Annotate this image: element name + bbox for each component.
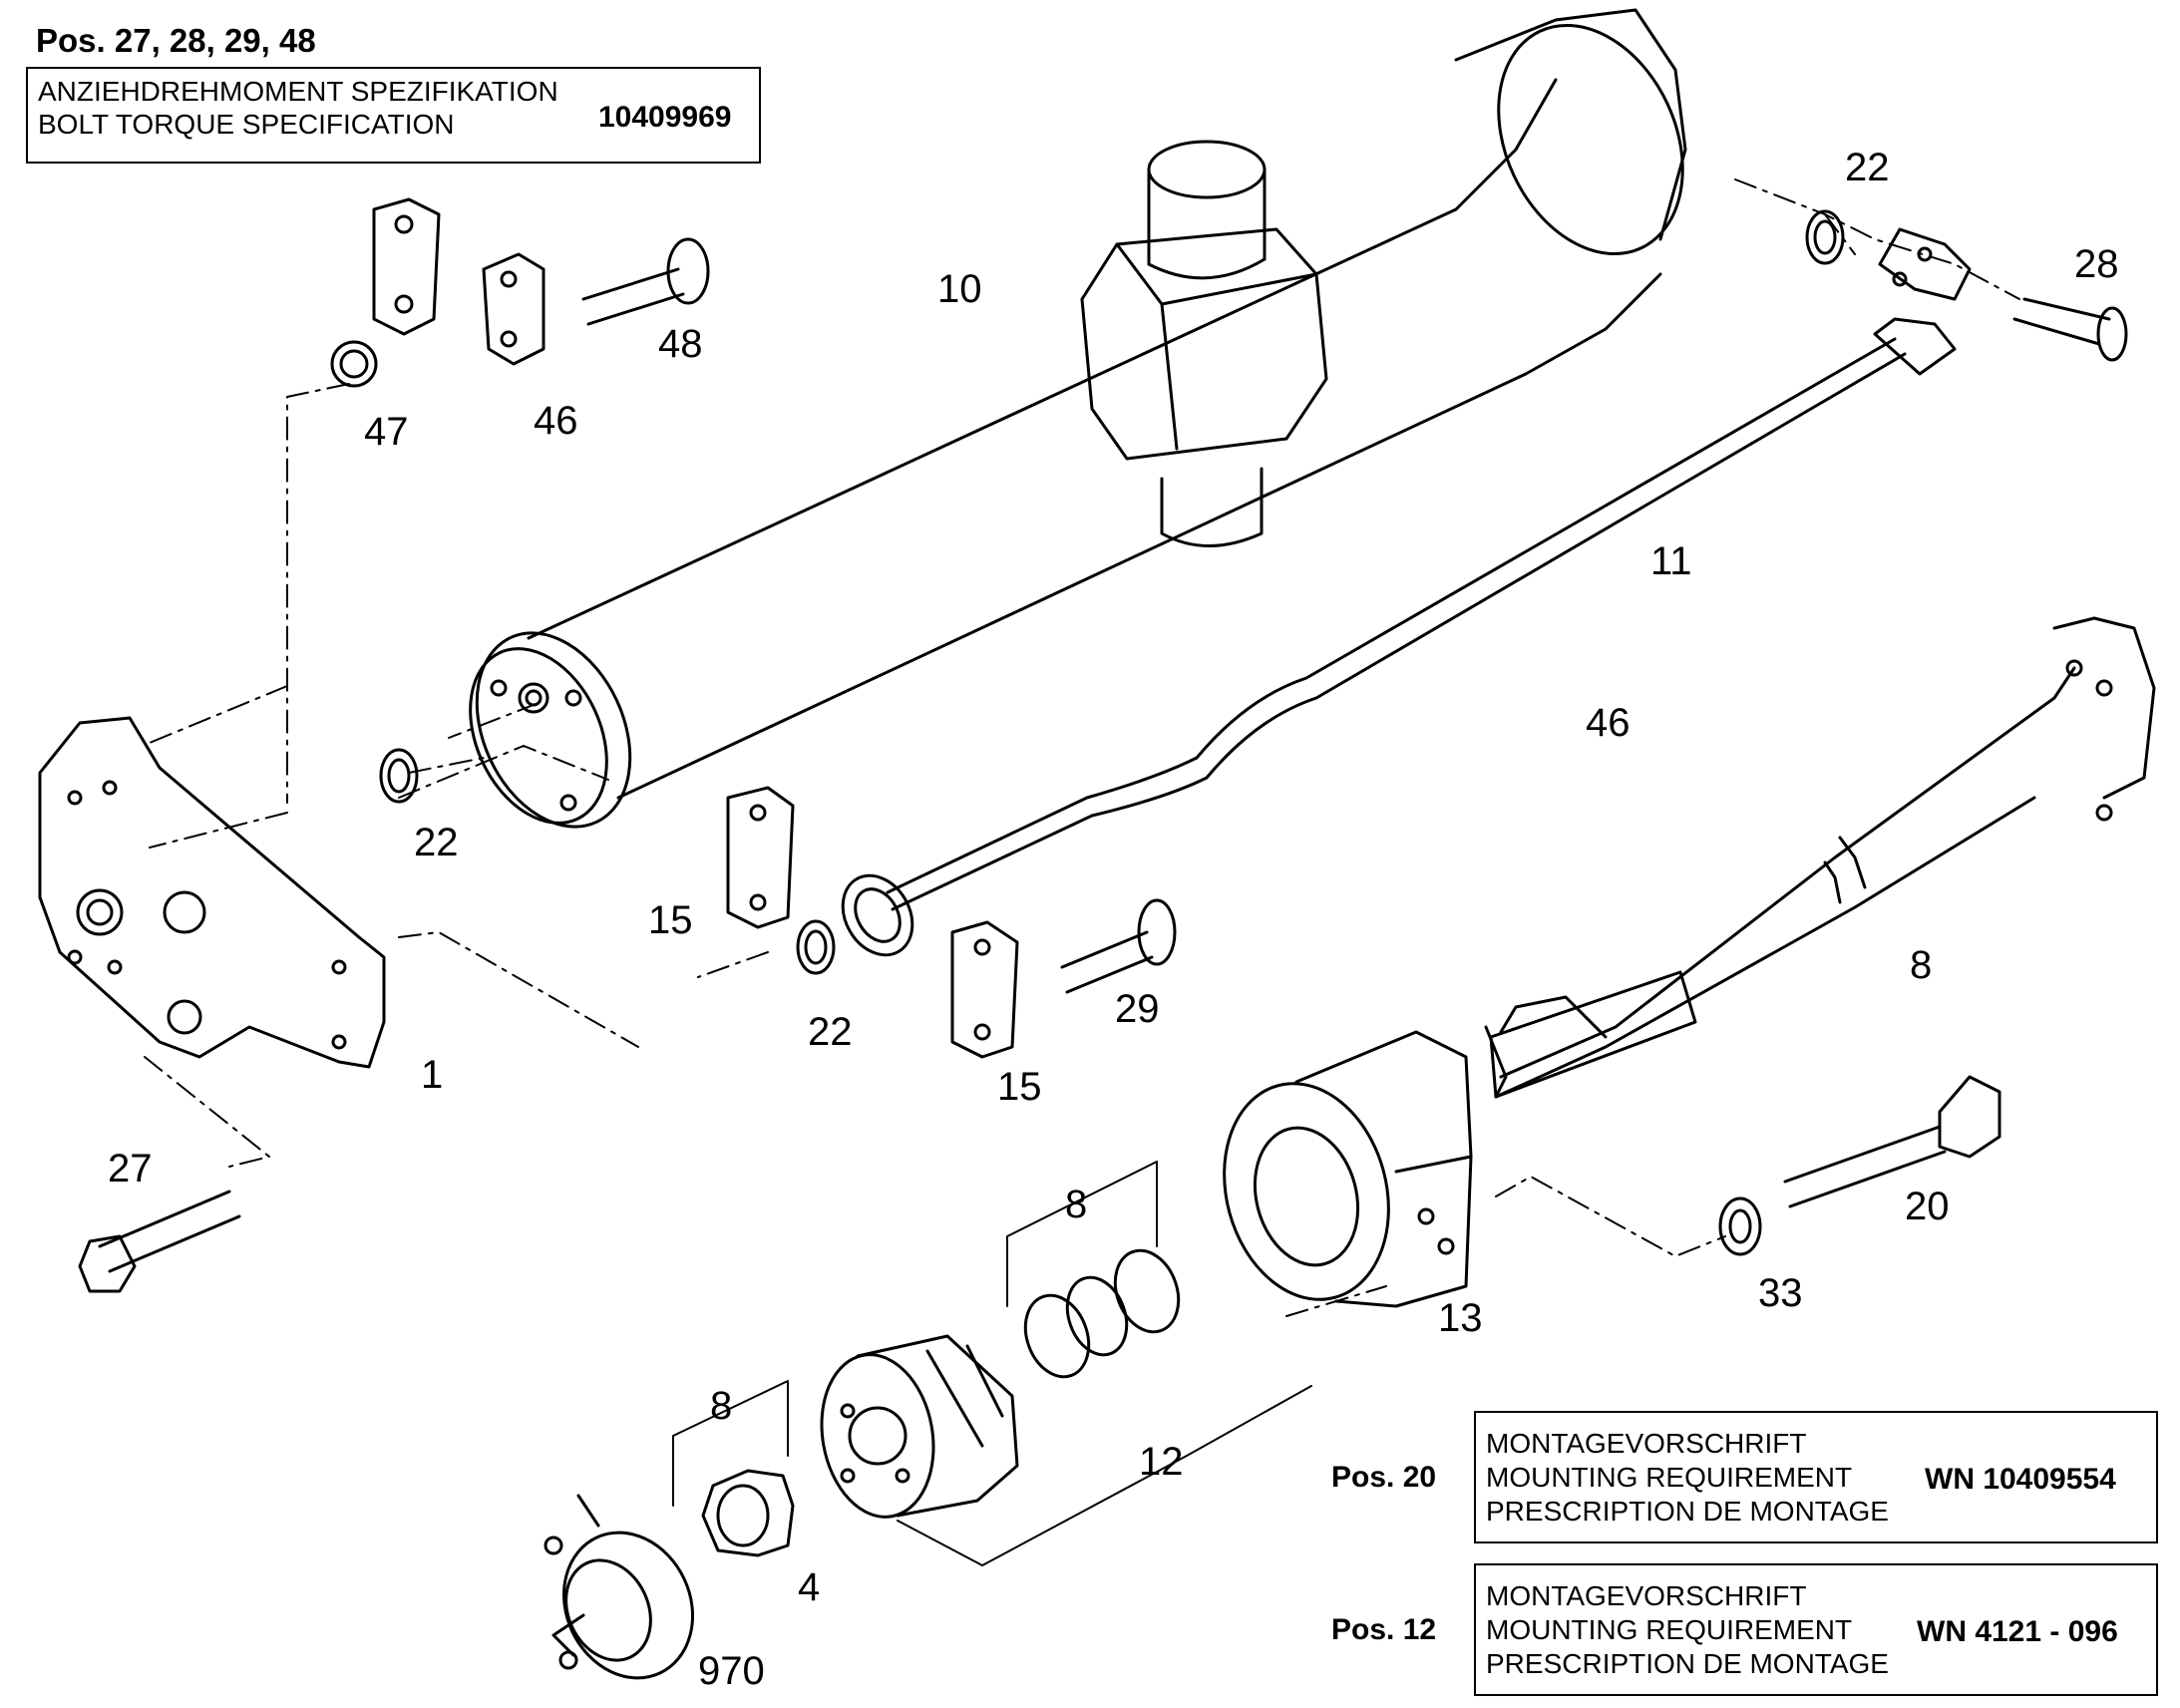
torque-spec-line-en: BOLT TORQUE SPECIFICATION	[38, 109, 455, 140]
part-label-47: 47	[364, 410, 409, 454]
flange-halves-part-46-47-48	[330, 197, 710, 388]
part-label-29: 29	[1115, 987, 1160, 1031]
part-label-22-left: 22	[414, 821, 459, 864]
req-12-line-de: MONTAGEVORSCHRIFT	[1486, 1580, 1807, 1611]
req-20-code: WN 10409554	[1925, 1463, 2116, 1496]
nut-part-4	[672, 1380, 795, 1557]
req-12-code: WN 4121 - 096	[1917, 1615, 2118, 1648]
bolt-part-20	[1718, 1075, 2001, 1256]
assembly-centerlines	[144, 178, 2020, 1317]
part-label-4: 4	[798, 1565, 821, 1609]
part-label-46-top: 46	[534, 399, 578, 443]
bolt-part-29	[1060, 898, 1177, 994]
piston-rod-part-8	[1484, 616, 2156, 1099]
part-label-13: 13	[1438, 1296, 1483, 1340]
torque-positions-heading: Pos. 27, 28, 29, 48	[36, 22, 316, 59]
part-label-8-rings: 8	[1065, 1183, 1088, 1226]
mounting-requirement-pos-20: Pos. 20	[1331, 1461, 1437, 1494]
pipe-part-11	[841, 317, 1957, 957]
mounting-requirement-box-20: MONTAGEVORSCHRIFT MOUNTING REQUIREMENT P…	[1474, 1411, 2158, 1543]
part-label-10: 10	[937, 267, 982, 311]
piston-part-12	[820, 1334, 1312, 1566]
torque-spec-box: ANZIEHDREHMOMENT SPEZIFIKATION BOLT TORQ…	[26, 67, 761, 164]
torque-spec-line-de: ANZIEHDREHMOMENT SPEZIFIKATION	[38, 76, 558, 107]
seal-rings-part-8	[1006, 1161, 1181, 1379]
req-20-line-en: MOUNTING REQUIREMENT	[1486, 1462, 1853, 1493]
part-label-22-top-right: 22	[1845, 146, 1890, 189]
part-label-15-right: 15	[997, 1065, 1042, 1109]
part-label-48: 48	[658, 322, 703, 366]
part-label-11: 11	[1650, 539, 1692, 583]
lock-ring-part-970	[544, 1494, 695, 1680]
seal-rings-part-22	[379, 209, 1845, 975]
flange-halves-part-15	[726, 786, 1019, 1059]
req-12-line-fr: PRESCRIPTION DE MONTAGE	[1486, 1648, 1889, 1679]
part-label-28: 28	[2074, 242, 2119, 286]
part-label-46-mid: 46	[1586, 701, 1631, 745]
mounting-requirement-pos-12: Pos. 12	[1331, 1613, 1437, 1646]
part-label-12: 12	[1139, 1440, 1184, 1484]
part-label-33: 33	[1758, 1271, 1803, 1315]
cylinder-tube-part-10	[469, 8, 1687, 829]
req-20-line-de: MONTAGEVORSCHRIFT	[1486, 1428, 1807, 1459]
torque-spec-code: 10409969	[598, 101, 732, 134]
flange-part-28	[1878, 227, 2128, 362]
part-label-20: 20	[1905, 1185, 1950, 1228]
part-label-22-mid: 22	[808, 1010, 853, 1054]
part-label-8-rod: 8	[1910, 943, 1933, 987]
part-label-27: 27	[108, 1147, 153, 1191]
req-20-line-fr: PRESCRIPTION DE MONTAGE	[1486, 1496, 1889, 1527]
part-label-15-left: 15	[648, 898, 693, 942]
part-label-8-nut: 8	[710, 1384, 733, 1428]
part-label-970: 970	[698, 1649, 765, 1693]
bolt-part-27	[78, 1190, 241, 1293]
part-label-1: 1	[421, 1053, 444, 1097]
cylinder-head-part-13	[1223, 1030, 1473, 1308]
mounting-requirement-box-12: MONTAGEVORSCHRIFT MOUNTING REQUIREMENT P…	[1474, 1563, 2158, 1696]
mounting-plate-part-1	[38, 716, 386, 1069]
req-12-line-en: MOUNTING REQUIREMENT	[1486, 1614, 1853, 1645]
